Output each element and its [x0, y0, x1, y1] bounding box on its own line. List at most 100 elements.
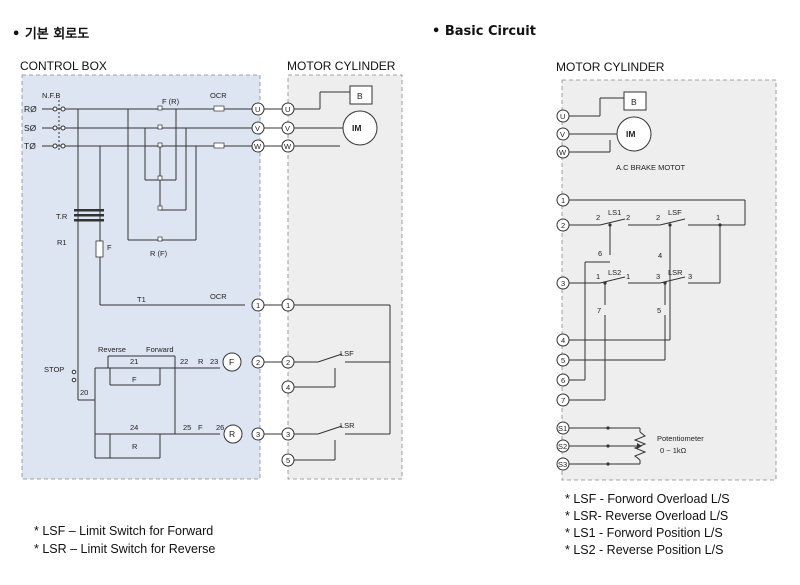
motor-terminal-w: W: [284, 142, 292, 151]
left-motor-cylinder-area: [287, 74, 403, 480]
coil-f: [222, 352, 242, 372]
box-terminals: [251, 102, 265, 441]
right-brake-label: B: [631, 97, 637, 107]
right-motor-cylinder-label: MOTOR CYLINDER: [556, 60, 665, 74]
t1-label: T1: [137, 295, 146, 304]
r1-label: R1: [57, 238, 67, 247]
box-terminal-1: 1: [256, 301, 260, 310]
r-terminal-6: 6: [561, 376, 565, 385]
fuse-label: F: [107, 243, 112, 252]
control-ladder: [71, 355, 220, 459]
rf-label: R (F): [150, 249, 168, 258]
box-terminal-v: V: [255, 124, 260, 133]
fuse-symbol: [95, 240, 104, 258]
motor-terminal-u: U: [285, 105, 290, 114]
left-motor-wiring: [294, 91, 391, 461]
potentiometer-symbol: [569, 426, 647, 466]
forward-label: Forward: [146, 345, 174, 354]
stop-label: STOP: [44, 365, 64, 374]
transformer-symbol: [74, 209, 104, 222]
motor-terminal-4: 4: [286, 383, 290, 392]
control-box-label: CONTROL BOX: [20, 59, 107, 73]
left-brake-box: [349, 85, 373, 105]
n22-label: 22: [180, 357, 188, 366]
r-terminal-4: 4: [561, 336, 565, 345]
motor-terminal-3: 3: [286, 430, 290, 439]
ls1-a-label: 2: [596, 213, 600, 222]
legend-left-lsf: * LSF – Limit Switch for Forward: [34, 524, 213, 538]
lsr-b-label: 3: [688, 272, 692, 281]
r-phase-label: RØ: [24, 104, 37, 114]
r-terminal-s2: S2: [558, 442, 567, 451]
n25-label: 25: [183, 423, 191, 432]
n4-label: 4: [658, 251, 662, 260]
lsr-a-label: 3: [656, 272, 660, 281]
ocr1-label: OCR: [210, 91, 227, 100]
right-motor-wiring: [569, 97, 624, 153]
s-phase-label: SØ: [24, 123, 37, 133]
basic-circuit-heading: • Basic Circuit: [432, 24, 536, 39]
coil-f-label: F: [229, 357, 234, 367]
lsf-a-label: 2: [656, 213, 660, 222]
nfb-label: N.F.B: [42, 91, 60, 100]
box-terminal-u: U: [255, 105, 260, 114]
r-terminal-u: U: [560, 112, 565, 121]
motor-terminal-2: 2: [286, 358, 290, 367]
left-brake-label: B: [357, 91, 363, 101]
r-terminal-2: 2: [561, 221, 565, 230]
legend-right-lsf: * LSF - Forword Overload L/S: [565, 492, 730, 506]
left-motor-cylinder-label: MOTOR CYLINDER: [287, 59, 396, 73]
r-terminal-s3: S3: [558, 460, 567, 469]
right-motor-caption: A.C BRAKE MOTOT: [616, 163, 685, 172]
t-phase-label: TØ: [24, 141, 36, 151]
control-box-area: [21, 74, 261, 480]
korean-heading: • 기본 회로도: [12, 26, 89, 42]
f-contact-label: F: [132, 375, 137, 384]
lsf-left-label: LSF: [340, 349, 354, 358]
fr-label: F (R): [162, 97, 180, 106]
lsf-right-label: LSF: [668, 208, 682, 217]
lsr-right-label: LSR: [668, 268, 683, 277]
potentiometer-range: 0 ~ 1kΩ: [660, 446, 687, 455]
tr-label: T.R: [56, 212, 68, 221]
legend-left-lsr: * LSR – Limit Switch for Reverse: [34, 542, 215, 556]
r-contact-label: R: [198, 357, 204, 366]
potentiometer-label: Potentiometer: [657, 434, 704, 443]
r-terminal-w: W: [559, 148, 567, 157]
n21-label: 21: [130, 357, 138, 366]
r-terminal-5: 5: [561, 356, 565, 365]
inter-panel-wires: [264, 108, 282, 435]
coil-r: [223, 424, 243, 444]
r-terminal-s1: S1: [558, 424, 567, 433]
right-motor-cylinder-area: [561, 79, 777, 481]
motor-side-terminals: [281, 102, 295, 467]
right-motor-symbol: [616, 116, 652, 152]
legend-right-lsr: * LSR- Reverse Overload L/S: [565, 509, 728, 523]
n6-label: 6: [598, 249, 602, 258]
ls2-a-label: 1: [596, 272, 600, 281]
lsf-b-label: 1: [716, 213, 720, 222]
ocr2-label: OCR: [210, 292, 227, 301]
r-terminal-7: 7: [561, 396, 565, 405]
r-contact2-label: R: [132, 442, 138, 451]
n7-label: 7: [597, 306, 601, 315]
n23-label: 23: [210, 357, 218, 366]
f-contact2-label: F: [198, 423, 203, 432]
r-terminal-1: 1: [561, 196, 565, 205]
motor-terminal-v: V: [285, 124, 290, 133]
contactor-network: [127, 105, 225, 242]
n26-label: 26: [216, 423, 224, 432]
right-brake-box: [623, 91, 647, 111]
limit-switch-network: [569, 199, 746, 401]
lsr-left-label: LSR: [340, 421, 355, 430]
r-terminal-v: V: [560, 130, 565, 139]
n24-label: 24: [130, 423, 138, 432]
left-motor-symbol: [342, 110, 378, 146]
box-terminal-3: 3: [256, 430, 260, 439]
n5-label: 5: [657, 306, 661, 315]
r-terminal-3: 3: [561, 279, 565, 288]
legend-right-ls2: * LS2 - Reverse Position L/S: [565, 543, 723, 557]
left-motor-label: IM: [352, 123, 361, 133]
coil-r-label: R: [229, 429, 235, 439]
